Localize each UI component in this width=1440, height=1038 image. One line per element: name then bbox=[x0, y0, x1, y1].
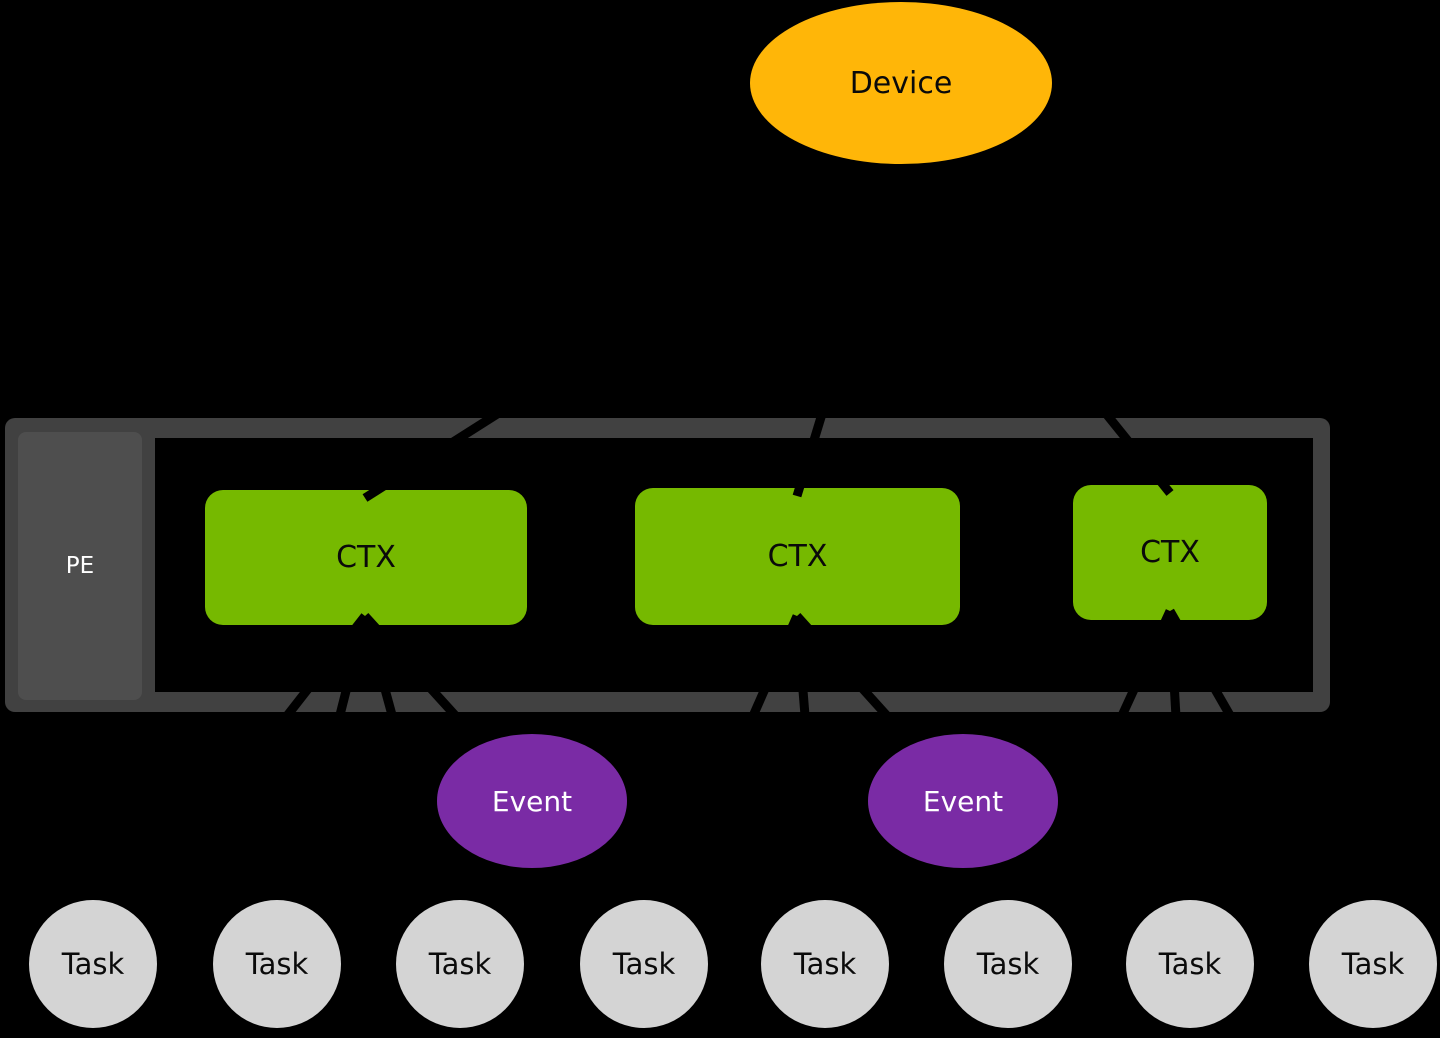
task-node-7: Task bbox=[1126, 900, 1254, 1028]
context-area: CTX CTX CTX bbox=[155, 438, 1313, 692]
event-label-1: Event bbox=[491, 784, 573, 818]
task-node-1: Task bbox=[29, 900, 157, 1028]
ctx-label-1: CTX bbox=[336, 540, 396, 575]
device-label: Device bbox=[849, 65, 953, 101]
ctx-node-3: CTX bbox=[1073, 485, 1267, 620]
ctx-label-2: CTX bbox=[767, 539, 828, 574]
event-node-2: Event bbox=[868, 734, 1058, 868]
task-node-4: Task bbox=[580, 900, 708, 1028]
ctx-node-2: CTX bbox=[635, 488, 960, 625]
processor-frame: PE CTX CTX CTX bbox=[5, 418, 1330, 712]
task-label-8: Task bbox=[1341, 947, 1405, 981]
task-label-7: Task bbox=[1158, 947, 1222, 981]
event-node-1: Event bbox=[437, 734, 627, 868]
task-label-3: Task bbox=[428, 947, 492, 981]
task-node-5: Task bbox=[761, 900, 889, 1028]
pe-label: PE bbox=[65, 553, 95, 579]
task-label-4: Task bbox=[612, 947, 676, 981]
task-label-6: Task bbox=[976, 947, 1040, 981]
device-node: Device bbox=[750, 2, 1052, 164]
task-label-5: Task bbox=[793, 947, 857, 981]
task-label-2: Task bbox=[245, 947, 309, 981]
ctx-node-1: CTX bbox=[205, 490, 527, 625]
task-node-6: Task bbox=[944, 900, 1072, 1028]
task-node-8: Task bbox=[1309, 900, 1437, 1028]
pe-panel: PE bbox=[18, 432, 142, 700]
task-label-1: Task bbox=[61, 947, 125, 981]
event-label-2: Event bbox=[922, 784, 1004, 818]
task-node-3: Task bbox=[396, 900, 524, 1028]
ctx-label-3: CTX bbox=[1140, 535, 1200, 570]
task-node-2: Task bbox=[213, 900, 341, 1028]
